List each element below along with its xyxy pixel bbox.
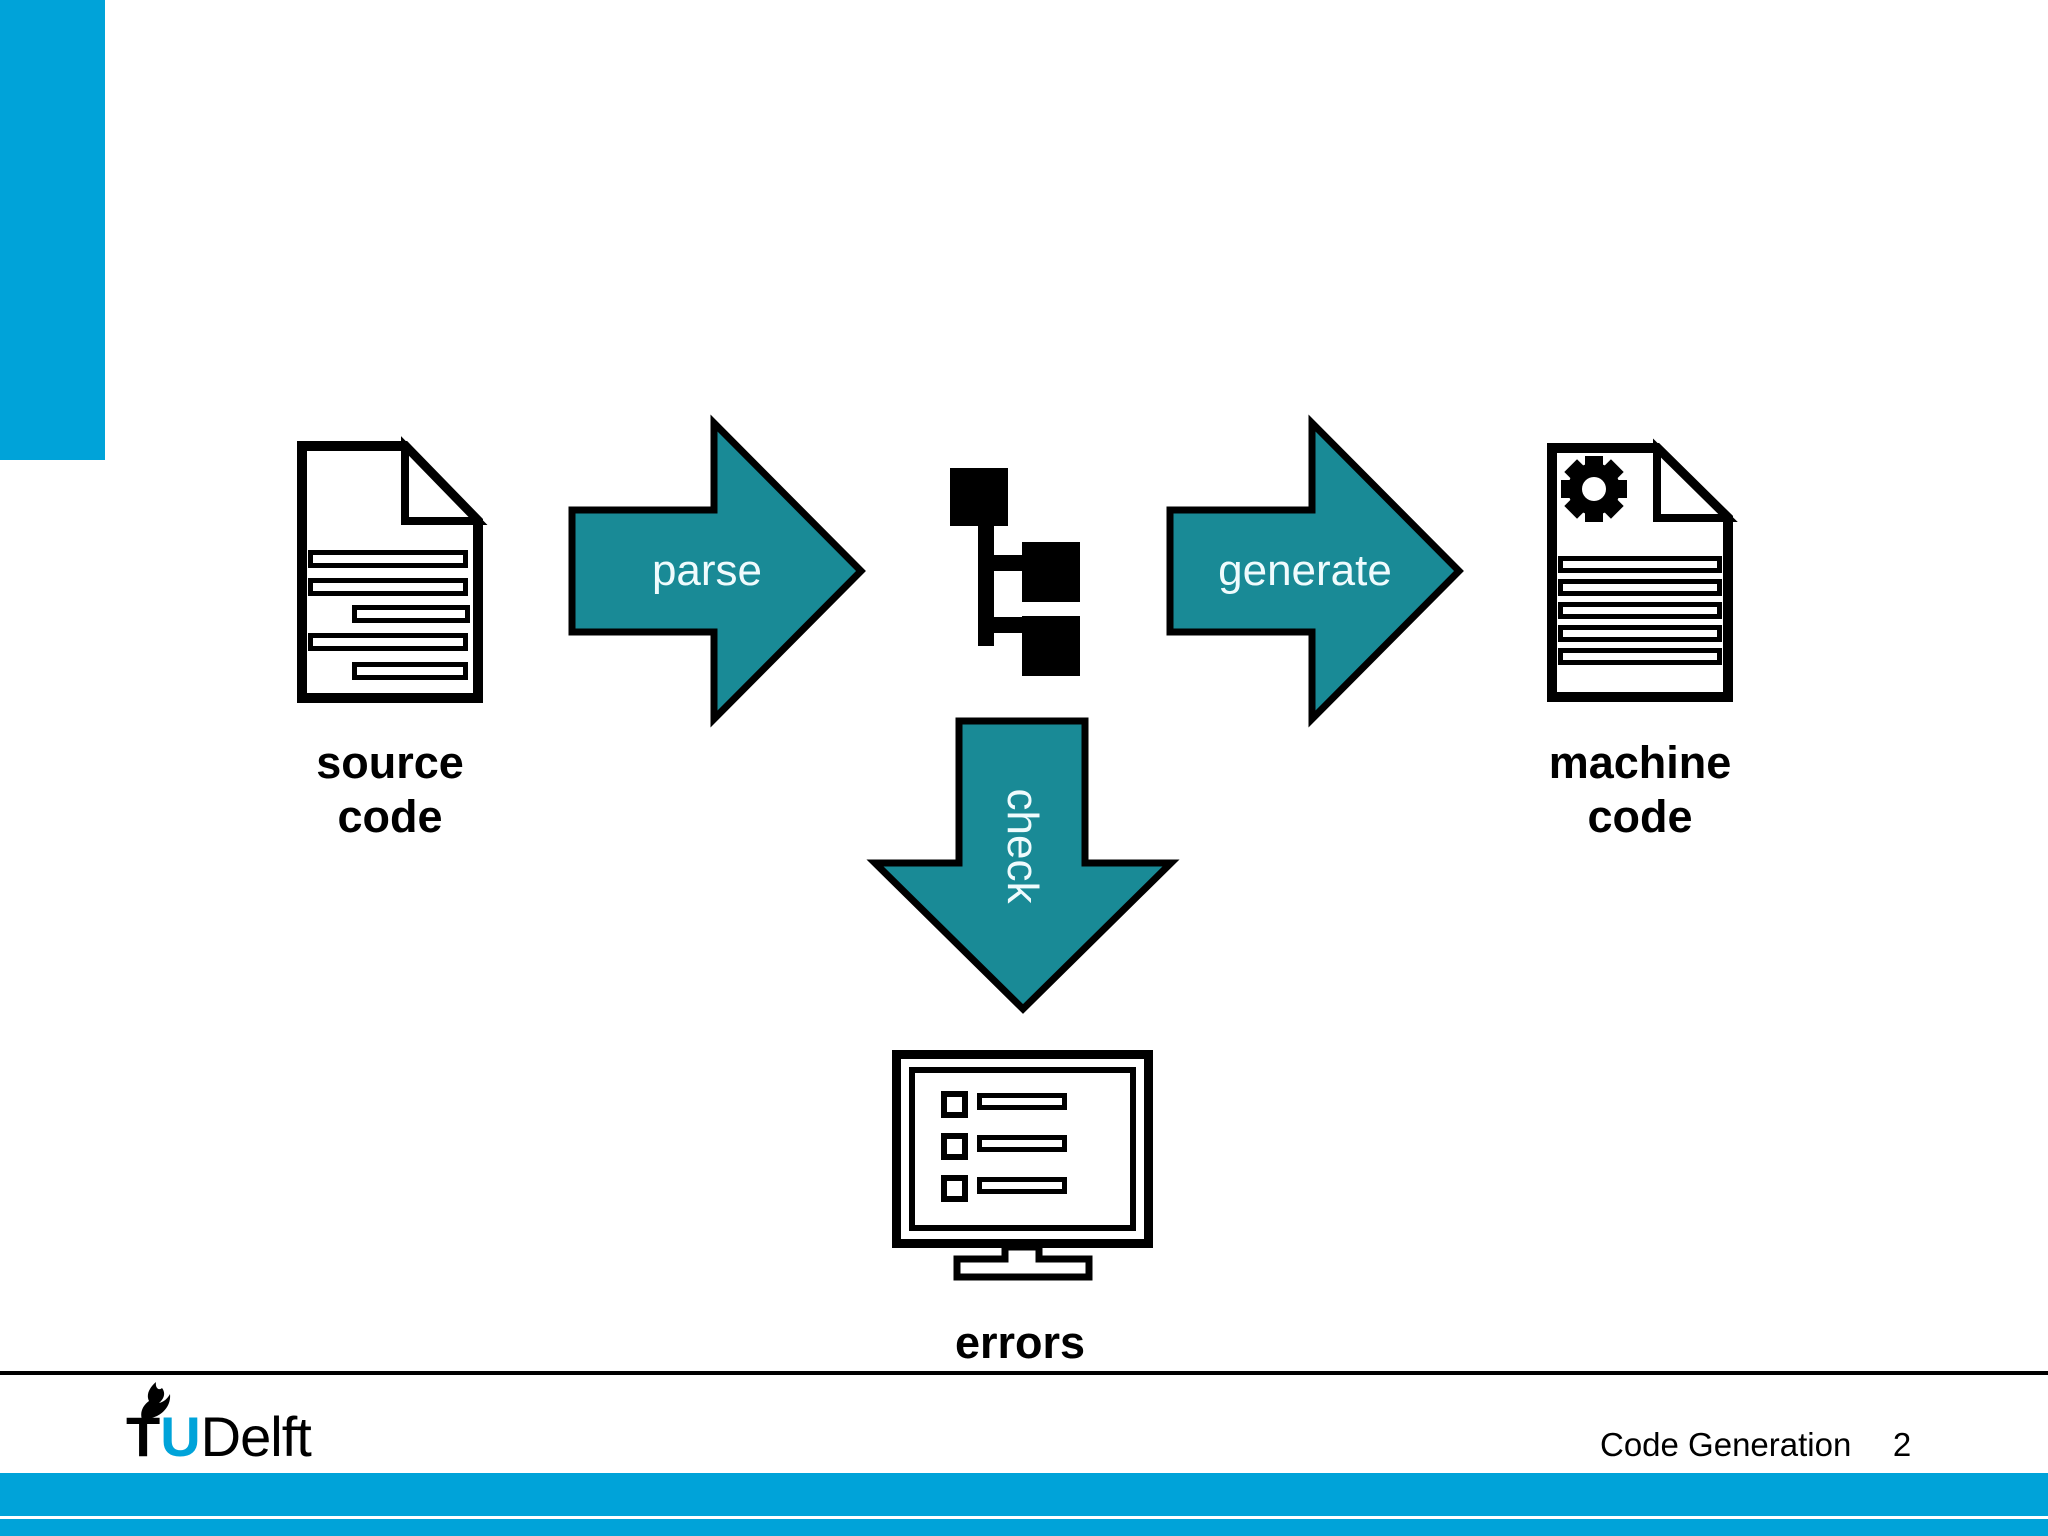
footer-divider-line (0, 1371, 2048, 1375)
text-line-bar (308, 550, 468, 568)
folded-corner-icon (401, 436, 488, 525)
tu-delft-logo-text: TUDelft (126, 1409, 312, 1465)
source-code-document-icon (297, 436, 488, 703)
machine-code-label: machine code (1500, 736, 1780, 844)
source-code-label: source code (250, 736, 530, 844)
list-checkbox (941, 1175, 968, 1202)
gear-icon (1561, 456, 1627, 522)
text-line-bar (352, 605, 470, 623)
source-code-label-line2: code (337, 791, 443, 842)
text-line-bar (1558, 602, 1722, 619)
source-code-label-line1: source (316, 737, 464, 788)
text-line-bar (1558, 648, 1722, 665)
tree-hierarchy-icon (945, 465, 1085, 680)
bottom-accent-bar (0, 1473, 2048, 1536)
logo-letter-t: T (126, 1405, 161, 1468)
machine-code-document-icon (1547, 438, 1738, 702)
tree-trunk-line (978, 522, 994, 646)
tree-branch-line (986, 617, 1024, 633)
generate-arrow-icon (1166, 414, 1464, 728)
text-line-bar (1558, 579, 1722, 596)
text-line-bar (308, 578, 468, 596)
monitor-stand-icon (953, 1243, 1093, 1281)
generate-arrow-label: generate (1218, 546, 1392, 595)
machine-code-label-line2: code (1587, 791, 1693, 842)
text-line-bar (352, 662, 468, 680)
tree-root-node (950, 468, 1008, 526)
text-line-bar (1558, 625, 1722, 642)
folded-corner-icon (1653, 438, 1738, 522)
tu-delft-logo: TUDelft (120, 1381, 350, 1465)
tree-child-node (1022, 616, 1080, 676)
top-left-accent-bar (0, 0, 105, 460)
tree-child-node (1022, 542, 1080, 602)
logo-letter-u: U (160, 1405, 201, 1468)
monitor-list-icon (892, 1050, 1153, 1248)
footer-page-number: 2 (1892, 1426, 1912, 1463)
list-checkbox (941, 1091, 968, 1118)
text-line-bar (1558, 556, 1722, 573)
errors-label: errors (954, 1317, 1086, 1368)
tu-delft-flame-icon (141, 1382, 171, 1422)
list-line-bar (977, 1093, 1067, 1110)
bottom-bar-stripe (0, 1516, 2048, 1519)
parse-arrow-icon (568, 414, 866, 728)
machine-code-label-line1: machine (1548, 737, 1732, 788)
monitor-screen (909, 1067, 1136, 1231)
list-checkbox (941, 1133, 968, 1160)
footer-course-title: Code Generation (1600, 1426, 1852, 1463)
list-line-bar (977, 1177, 1067, 1194)
tree-branch-line (986, 555, 1024, 571)
parse-arrow-label: parse (651, 546, 763, 595)
check-arrow-icon (866, 717, 1180, 1014)
text-line-bar (308, 633, 468, 651)
list-line-bar (977, 1135, 1067, 1152)
logo-word-delft: Delft (200, 1405, 312, 1468)
check-arrow-label: check (998, 788, 1047, 904)
